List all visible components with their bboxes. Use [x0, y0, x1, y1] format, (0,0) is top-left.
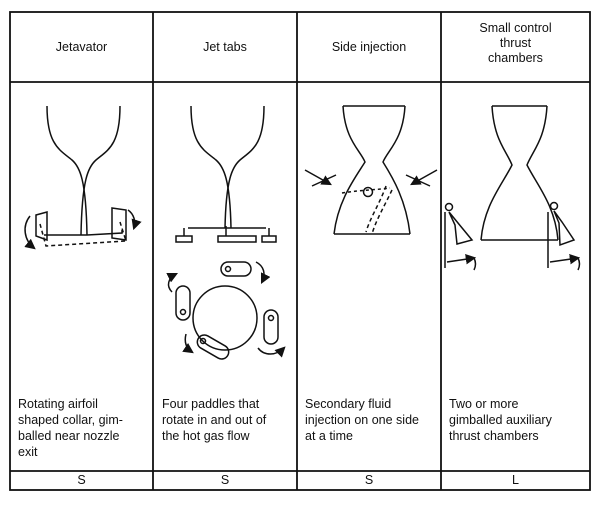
- description-control-thrust-chambers: Two or more gimballed auxiliary thrust c…: [449, 396, 587, 444]
- description-side-injection: Secondary fluid injection on one side at…: [305, 396, 437, 444]
- description-jet-tabs: Four paddles that rotate in and out of t…: [162, 396, 294, 444]
- header-line: chambers: [488, 50, 543, 65]
- description-line: Four paddles that: [162, 397, 260, 411]
- code-jet-tabs: S: [220, 473, 230, 487]
- control-thrust-chambers-illustration: [444, 105, 581, 271]
- description-line: exit: [18, 445, 38, 459]
- header-line: Jet tabs: [203, 39, 247, 54]
- description-line: the hot gas flow: [162, 429, 250, 443]
- description-line: thrust chambers: [449, 429, 539, 443]
- description-line: rotate in and out of: [162, 413, 267, 427]
- code-control-thrust-chambers: L: [512, 473, 519, 487]
- code-jetavator: S: [77, 473, 86, 487]
- description-line: balled near nozzle: [18, 429, 120, 443]
- description-line: injection on one side: [305, 413, 419, 427]
- jetavator-illustration: [24, 105, 142, 250]
- description-line: Rotating airfoil: [18, 397, 98, 411]
- description-jetavator: Rotating airfoil shaped collar, gim- bal…: [18, 396, 150, 460]
- table-frame: [9, 11, 591, 491]
- column-header-control-thrust-chambers: Small control thrust chambers: [441, 12, 590, 74]
- code-side-injection: S: [364, 473, 374, 487]
- column-header-jet-tabs: Jet tabs: [153, 14, 297, 80]
- header-line: thrust: [499, 35, 532, 50]
- description-line: gimballed auxiliary: [449, 413, 552, 427]
- column-header-side-injection: Side injection: [297, 14, 441, 80]
- jet-tabs-illustration: [166, 105, 286, 360]
- column-header-jetavator: Jetavator: [10, 14, 153, 80]
- header-line: Small control: [479, 20, 552, 35]
- description-line: at a time: [305, 429, 353, 443]
- side-injection-illustration: [304, 105, 438, 235]
- description-line: shaped collar, gim-: [18, 413, 123, 427]
- header-line: Jetavator: [55, 39, 108, 54]
- description-line: Secondary fluid: [305, 397, 392, 411]
- header-line: Side injection: [331, 39, 407, 54]
- description-line: Two or more: [449, 397, 519, 411]
